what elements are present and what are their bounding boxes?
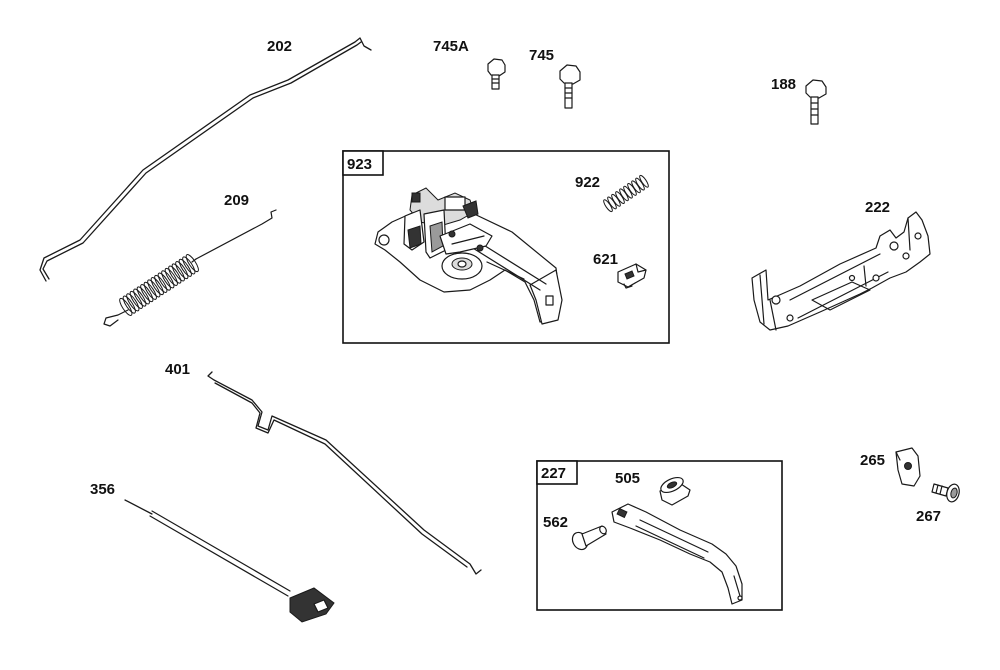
spring-209-coil (154, 274, 168, 293)
part-222-bracket[interactable] (751, 211, 931, 331)
spring-209-coil (182, 256, 196, 275)
callout-222: 222 (865, 199, 890, 216)
spring-209-coil (119, 297, 133, 316)
part-188-bolt[interactable] (805, 79, 827, 125)
spring-209-coil (161, 270, 175, 289)
part-227-lever[interactable] (611, 503, 743, 605)
part-267-screw[interactable] (931, 483, 961, 503)
spring-209-coil (168, 265, 182, 284)
callout-505: 505 (615, 470, 640, 487)
spring-209-coil (171, 263, 185, 282)
spring-209-coil (129, 290, 143, 309)
callout-923: 923 (347, 156, 372, 173)
callout-209: 209 (224, 192, 249, 209)
callout-922: 922 (575, 174, 600, 191)
part-401-rod[interactable] (207, 371, 482, 575)
part-356-cable[interactable] (124, 499, 335, 623)
spring-209-coil (133, 288, 147, 307)
part-923-control-bracket[interactable] (374, 187, 563, 325)
callout-562: 562 (543, 514, 568, 531)
part-209-spring[interactable] (103, 209, 277, 327)
spring-209-coil (140, 284, 154, 303)
spring-209-coil (150, 277, 164, 296)
spring-209-coil (164, 267, 178, 286)
callout-745: 745 (529, 47, 554, 64)
part-505-spacer[interactable] (659, 474, 691, 506)
callout-188: 188 (771, 76, 796, 93)
spring-209-coil (126, 293, 140, 312)
assembly-923-tag (342, 150, 384, 176)
spring-209-coil (175, 261, 189, 280)
spring-209-coil (136, 286, 150, 305)
spring-209-coil (147, 279, 161, 298)
assembly-227-box (536, 460, 783, 611)
part-621-clip[interactable] (617, 263, 647, 289)
spring-209-coil (122, 295, 136, 314)
spring-209-coil (143, 281, 157, 300)
part-202-rod[interactable] (39, 37, 372, 282)
assembly-227-tag (536, 460, 578, 485)
part-265-cam[interactable] (895, 447, 921, 487)
part-745-bolt[interactable] (559, 64, 581, 109)
spring-209-coil (157, 272, 171, 291)
spring-922-coil (639, 174, 649, 188)
callout-745a: 745A (433, 38, 469, 55)
callout-621: 621 (593, 251, 618, 268)
callout-202: 202 (267, 38, 292, 55)
callout-356: 356 (90, 481, 115, 498)
callout-401: 401 (165, 361, 190, 378)
spring-209-coil (178, 258, 192, 277)
callout-265: 265 (860, 452, 885, 469)
part-745a-bolt[interactable] (487, 58, 506, 90)
callout-227: 227 (541, 465, 566, 482)
part-562-pin[interactable] (569, 525, 607, 552)
part-922-spring[interactable] (602, 174, 649, 213)
callout-267: 267 (916, 508, 941, 525)
spring-209-coil (185, 254, 199, 273)
assembly-923-box (342, 150, 670, 344)
